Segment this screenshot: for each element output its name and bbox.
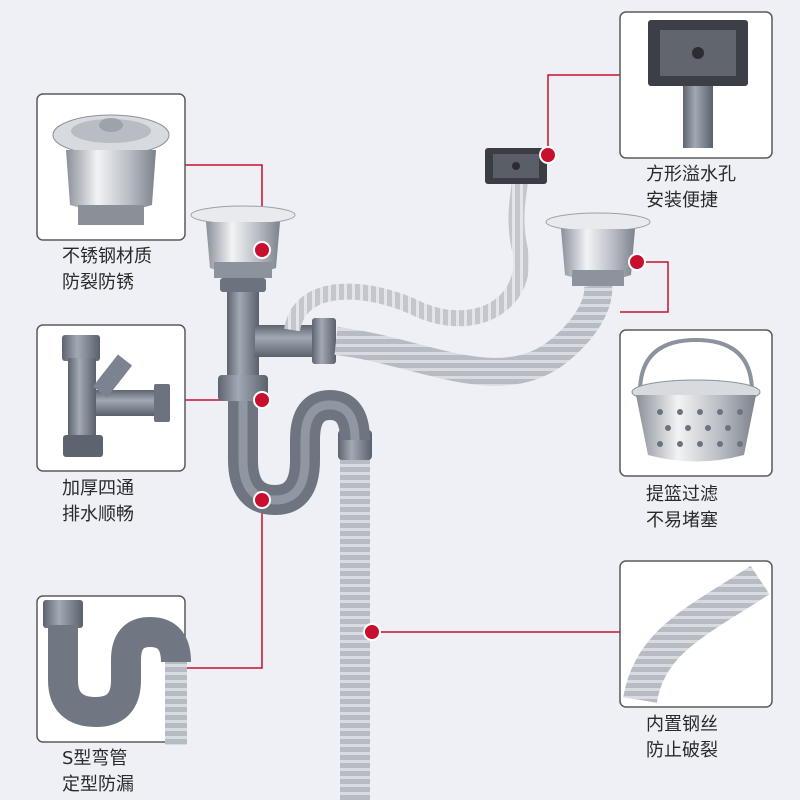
connector-hose xyxy=(334,283,613,386)
panel-s-trap xyxy=(36,595,191,745)
caption-square-overflow: 方形溢水孔 安装便捷 xyxy=(646,162,736,214)
caption-line: 定型防漏 xyxy=(62,774,134,795)
panel-reinforced-hose xyxy=(619,560,773,708)
panel-stainless-strainer xyxy=(36,93,186,241)
dot-basket xyxy=(628,253,646,271)
panel-four-way xyxy=(36,324,186,472)
callout-dots xyxy=(253,146,646,641)
caption-line: 不锈钢材质 xyxy=(62,246,152,267)
dot-s-trap xyxy=(253,491,271,509)
caption-line: 方形溢水孔 xyxy=(646,164,736,185)
caption-s-trap: S型弯管 定型防漏 xyxy=(62,746,134,798)
leader-line-basket xyxy=(620,261,669,313)
caption-line: 安装便捷 xyxy=(646,190,718,211)
caption-line: 防止破裂 xyxy=(646,740,718,761)
leader-line-overflow xyxy=(547,74,620,155)
caption-line: 防裂防锈 xyxy=(62,272,134,293)
dot-hose xyxy=(363,623,381,641)
caption-four-way: 加厚四通 排水顺畅 xyxy=(62,476,134,528)
caption-line: 排水顺畅 xyxy=(62,504,134,525)
caption-line: 不易堵塞 xyxy=(646,510,718,531)
leader-line-s-trap xyxy=(185,500,263,669)
panel-basket-strainer xyxy=(619,329,773,477)
panel-square-overflow xyxy=(619,11,773,159)
right-strainer xyxy=(545,212,651,286)
drain-assembly xyxy=(190,148,651,800)
caption-stainless-strainer: 不锈钢材质 防裂防锈 xyxy=(62,244,152,296)
caption-line: S型弯管 xyxy=(62,748,128,769)
dot-overflow xyxy=(539,146,557,164)
dot-stainless-strainer xyxy=(253,241,271,259)
dot-four-way xyxy=(253,391,271,409)
overflow-plate xyxy=(485,148,547,184)
overflow-hose xyxy=(284,179,530,332)
caption-line: 提篮过滤 xyxy=(646,484,718,505)
caption-reinforced-hose: 内置钢丝 防止破裂 xyxy=(646,712,718,764)
caption-basket-strainer: 提篮过滤 不易堵塞 xyxy=(646,482,718,534)
tee-branch xyxy=(255,325,315,357)
caption-line: 内置钢丝 xyxy=(646,714,718,735)
left-strainer xyxy=(190,205,296,278)
caption-line: 加厚四通 xyxy=(62,478,134,499)
